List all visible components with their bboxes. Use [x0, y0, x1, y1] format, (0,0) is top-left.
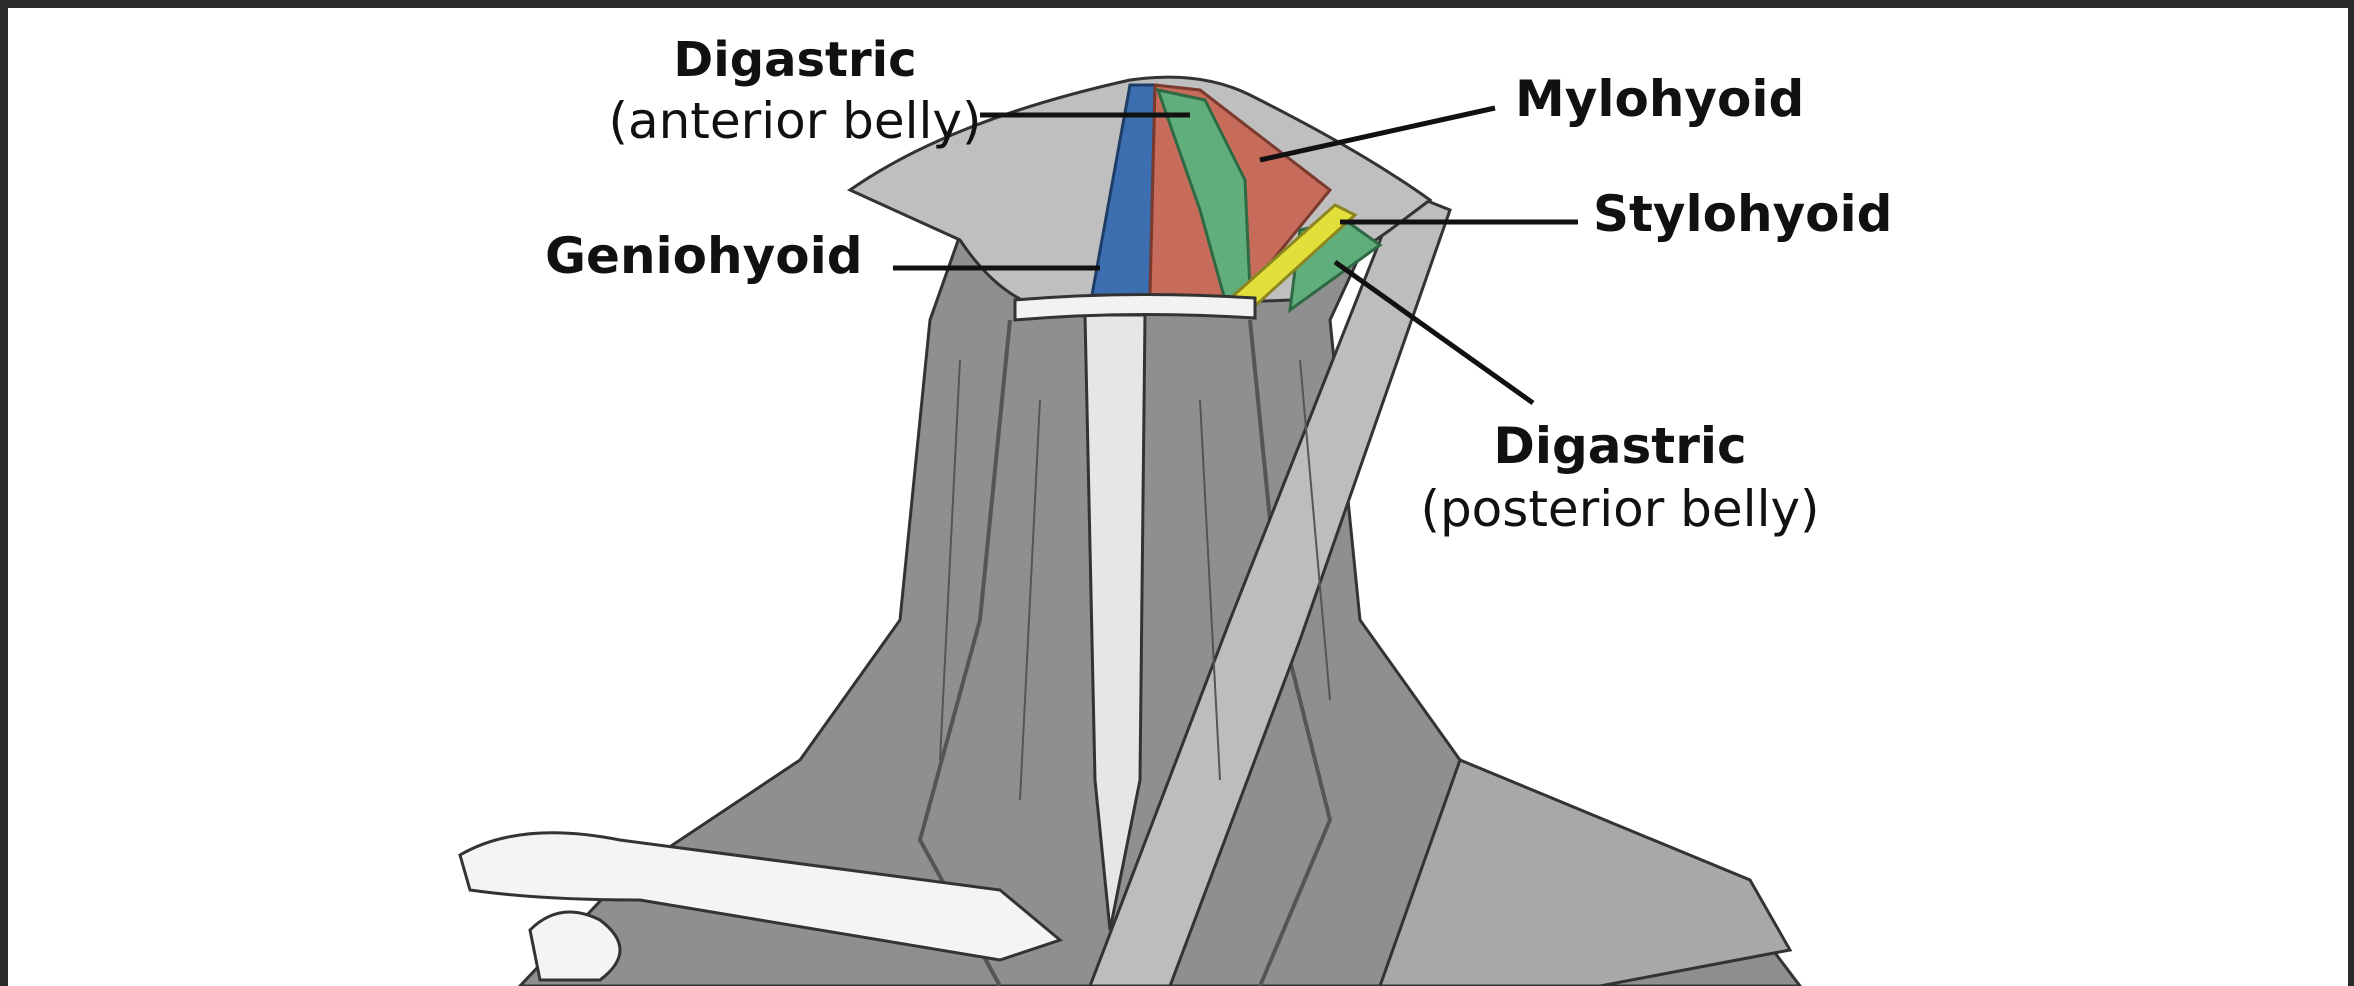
- leader-lines: [893, 105, 1578, 406]
- hyoid-bone: [1013, 292, 1257, 322]
- label-mylohyoid: Mylohyoid: [1515, 70, 1805, 128]
- leader-digastric-posterior: [1333, 259, 1535, 406]
- label-digastric-posterior-name: Digastric: [1493, 417, 1747, 475]
- neck-drawing: [458, 148, 1802, 986]
- label-digastric-anterior-name: Digastric: [673, 32, 917, 88]
- label-digastric-posterior: Digastric (posterior belly): [1400, 415, 1840, 540]
- label-digastric-anterior: Digastric (anterior belly): [585, 30, 1005, 153]
- label-digastric-posterior-detail: (posterior belly): [1420, 479, 1820, 538]
- leader-mylohyoid: [1259, 105, 1496, 163]
- suprahyoid-muscles: [1090, 83, 1383, 317]
- label-digastric-anterior-detail: (anterior belly): [608, 92, 982, 150]
- label-stylohyoid: Stylohyoid: [1593, 185, 1893, 243]
- label-geniohyoid: Geniohyoid: [545, 227, 863, 285]
